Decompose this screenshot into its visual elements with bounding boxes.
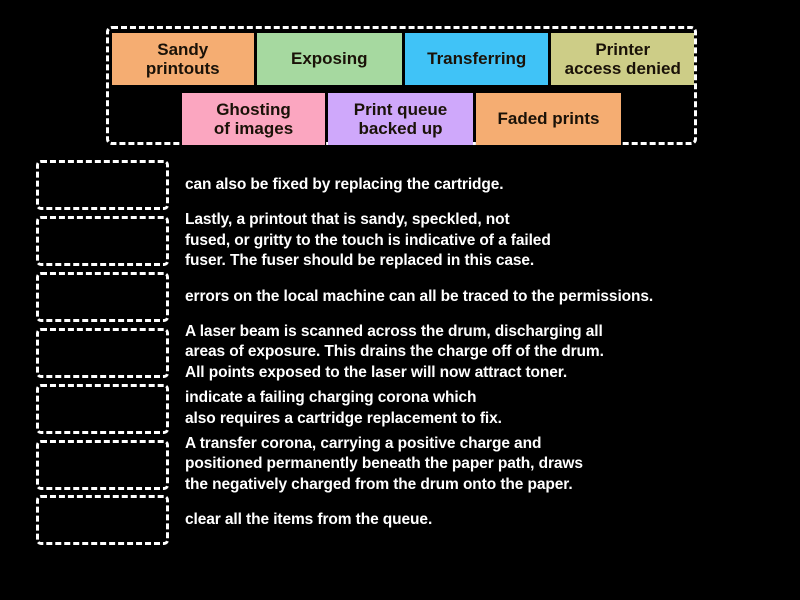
answer-row: errors on the local machine can all be t… — [0, 271, 800, 322]
draggable-tile[interactable]: Print queue backed up — [328, 93, 473, 145]
answer-text: can also be fixed by replacing the cartr… — [185, 175, 504, 193]
drop-zone[interactable] — [36, 215, 169, 266]
draggable-tile[interactable]: Transferring — [404, 33, 549, 85]
drop-zone[interactable] — [36, 495, 169, 546]
answer-row: A transfer corona, carrying a positive c… — [0, 434, 800, 496]
answer-row: Lastly, a printout that is sandy, speckl… — [0, 210, 800, 272]
draggable-tile[interactable]: Exposing — [256, 33, 402, 85]
draggable-tile[interactable]: Printer access denied — [551, 33, 694, 85]
draggable-tile[interactable]: Ghosting of images — [182, 93, 325, 145]
answer-list: can also be fixed by replacing the cartr… — [0, 160, 800, 546]
answer-row: can also be fixed by replacing the cartr… — [0, 160, 800, 210]
drop-zone[interactable] — [36, 327, 169, 378]
drop-zone[interactable] — [36, 439, 169, 490]
drop-zone[interactable] — [36, 271, 169, 322]
drop-zone[interactable] — [36, 160, 169, 210]
answer-row: indicate a failing charging corona which… — [0, 383, 800, 434]
answer-row: clear all the items from the queue. — [0, 495, 800, 546]
answer-text: indicate a failing charging corona which… — [185, 389, 502, 427]
answer-text: A transfer corona, carrying a positive c… — [185, 434, 583, 493]
answer-text: clear all the items from the queue. — [185, 511, 433, 529]
answer-row: A laser beam is scanned across the drum,… — [0, 322, 800, 384]
answer-text: A laser beam is scanned across the drum,… — [185, 322, 604, 382]
draggable-tile[interactable]: Faded prints — [476, 93, 621, 145]
draggable-tile[interactable]: Sandy printouts — [112, 33, 254, 85]
answer-text: Lastly, a printout that is sandy, speckl… — [185, 211, 551, 270]
answer-text: errors on the local machine can all be t… — [185, 287, 654, 305]
drop-zone[interactable] — [36, 383, 169, 434]
